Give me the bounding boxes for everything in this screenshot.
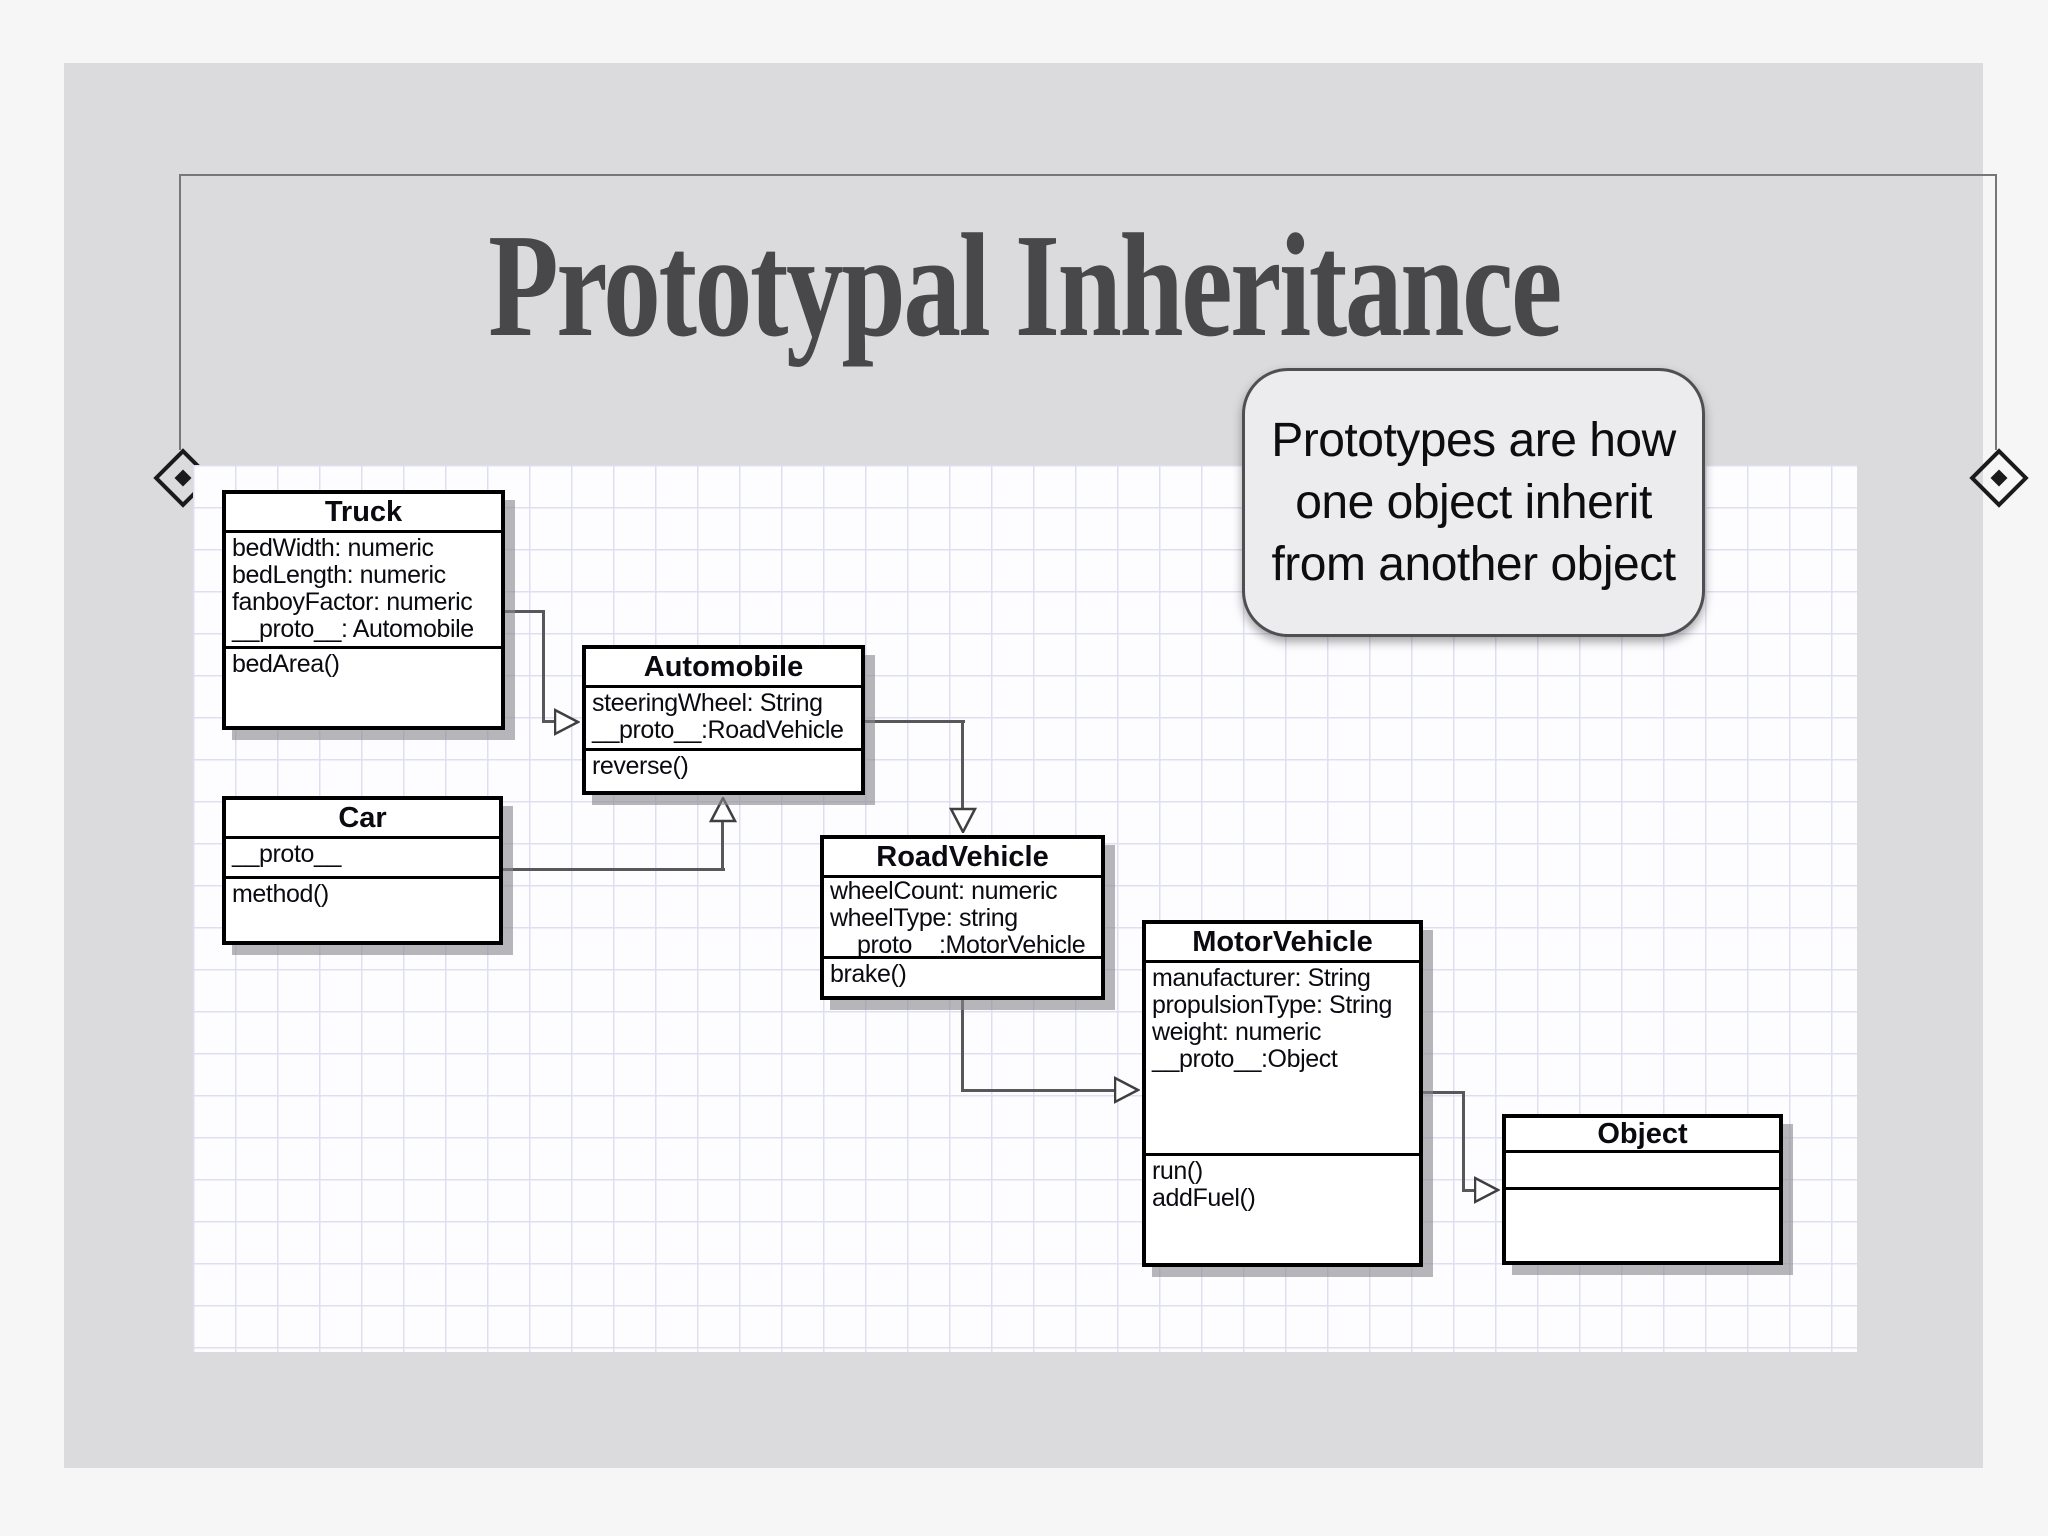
class-attributes: wheelCount: numeric wheelType: string __… xyxy=(824,878,1101,959)
connector-segment xyxy=(961,1089,1116,1092)
class-attributes: steeringWheel: String __proto__:RoadVehi… xyxy=(586,688,861,751)
connector-segment xyxy=(1462,1189,1476,1192)
frame-right-line xyxy=(1995,174,1997,450)
class-attributes: __proto__ xyxy=(226,839,499,879)
diamond-pip xyxy=(174,469,192,487)
callout-text-line: Prototypes are how xyxy=(1271,413,1676,467)
class-name: MotorVehicle xyxy=(1146,924,1419,963)
attribute: fanboyFactor: numeric xyxy=(232,588,473,616)
connector-segment xyxy=(505,610,545,613)
frame-top-line xyxy=(181,174,1997,176)
method: reverse() xyxy=(592,752,689,780)
connector-segment xyxy=(503,868,725,871)
callout-text-line: from another object xyxy=(1271,537,1676,591)
class-box-car: Car __proto__ method() xyxy=(222,796,503,945)
attribute: manufacturer: String xyxy=(1152,964,1371,992)
class-methods: brake() xyxy=(824,959,1101,996)
class-name: Car xyxy=(226,800,499,839)
class-methods: run() addFuel() xyxy=(1146,1156,1419,1263)
class-box-motorvehicle: MotorVehicle manufacturer: String propul… xyxy=(1142,920,1423,1267)
attribute: wheelType: string xyxy=(830,904,1018,932)
method: addFuel() xyxy=(1152,1184,1256,1212)
connector-segment xyxy=(961,1000,964,1092)
class-methods: method() xyxy=(226,879,499,941)
class-attributes xyxy=(1506,1153,1779,1190)
class-attributes: manufacturer: String propulsionType: Str… xyxy=(1146,963,1419,1156)
class-name: RoadVehicle xyxy=(824,839,1101,878)
connector-segment xyxy=(542,720,558,723)
generalization-arrowhead-icon xyxy=(554,708,580,736)
class-attributes: bedWidth: numeric bedLength: numeric fan… xyxy=(226,533,501,649)
attribute: __proto__:MotorVehicle xyxy=(830,931,1086,959)
callout-text-line: one object inherit xyxy=(1295,475,1652,529)
class-box-roadvehicle: RoadVehicle wheelCount: numeric wheelTyp… xyxy=(820,835,1105,1000)
method: bedArea() xyxy=(232,650,340,678)
class-name: Automobile xyxy=(586,649,861,688)
generalization-arrowhead-icon xyxy=(1474,1176,1500,1204)
method: run() xyxy=(1152,1157,1203,1185)
attribute: steeringWheel: String xyxy=(592,689,823,717)
connector-segment xyxy=(1462,1091,1465,1192)
attribute: __proto__:Object xyxy=(1152,1045,1338,1073)
generalization-arrowhead-icon xyxy=(1114,1076,1140,1104)
method: method() xyxy=(232,880,329,908)
generalization-arrowhead-icon xyxy=(949,807,977,833)
attribute: weight: numeric xyxy=(1152,1018,1322,1046)
method: brake() xyxy=(830,960,907,988)
callout-bubble: Prototypes are how one object inherit fr… xyxy=(1242,368,1705,637)
class-name: Object xyxy=(1506,1118,1779,1153)
diamond-ornament-icon xyxy=(1969,448,2029,508)
attribute: propulsionType: String xyxy=(1152,991,1392,1019)
class-methods: bedArea() xyxy=(226,649,501,726)
frame-left-line xyxy=(179,174,181,450)
connector-segment xyxy=(542,610,545,723)
attribute: bedLength: numeric xyxy=(232,561,446,589)
class-box-object: Object xyxy=(1502,1114,1783,1265)
class-box-automobile: Automobile steeringWheel: String __proto… xyxy=(582,645,865,795)
title-container: Prototypal Inheritance xyxy=(0,212,2048,360)
connector-segment xyxy=(721,822,724,871)
generalization-arrowhead-icon xyxy=(709,797,737,823)
attribute: __proto__ xyxy=(232,840,341,868)
class-box-truck: Truck bedWidth: numeric bedLength: numer… xyxy=(222,490,505,730)
class-methods: reverse() xyxy=(586,751,861,791)
attribute: wheelCount: numeric xyxy=(830,878,1058,905)
slide-title: Prototypal Inheritance xyxy=(488,204,1562,368)
connector-segment xyxy=(1423,1091,1465,1094)
connector-segment xyxy=(865,720,965,723)
class-name: Truck xyxy=(226,494,501,533)
attribute: __proto__:RoadVehicle xyxy=(592,716,844,744)
attribute: __proto__: Automobile xyxy=(232,615,474,643)
attribute: bedWidth: numeric xyxy=(232,534,434,562)
connector-segment xyxy=(961,720,964,809)
class-methods xyxy=(1506,1190,1779,1261)
diamond-pip xyxy=(1990,469,2008,487)
